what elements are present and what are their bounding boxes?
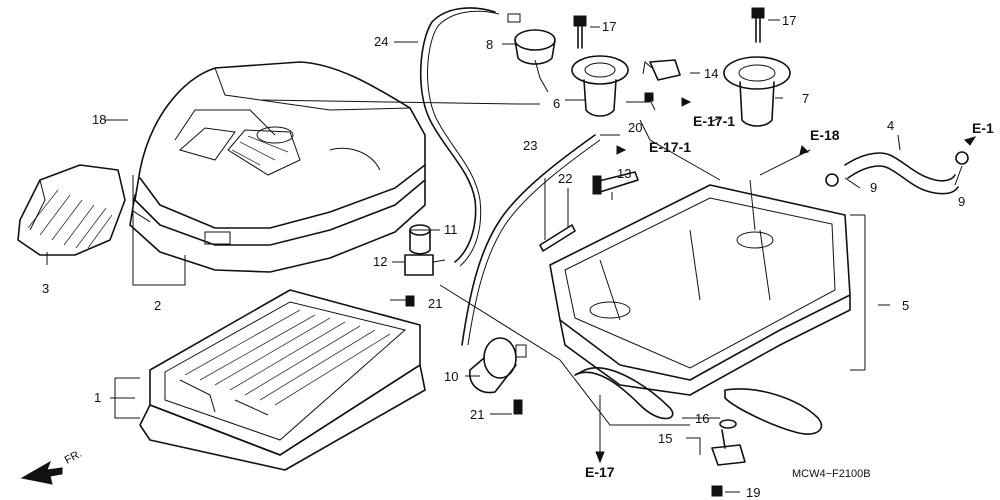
callout-23: 23 bbox=[523, 138, 537, 153]
bolt-17-left bbox=[573, 15, 587, 49]
callout-22: 22 bbox=[558, 171, 572, 186]
callout-24: 24 bbox=[374, 34, 388, 49]
callout-19: 19 bbox=[746, 485, 760, 500]
callout-2: 2 bbox=[154, 298, 161, 313]
callout-21-lower: 21 bbox=[470, 407, 484, 422]
gasket-right bbox=[724, 388, 823, 435]
fitting-14 bbox=[642, 59, 681, 81]
bolt-21-lower bbox=[513, 399, 523, 415]
hose-23 bbox=[461, 134, 596, 346]
air-valve-8 bbox=[507, 13, 556, 93]
callout-17-right: 17 bbox=[782, 13, 796, 28]
callout-17-left: 17 bbox=[602, 19, 616, 34]
reference-e17-1-mid: E-17-1 bbox=[649, 139, 691, 155]
air-filter-element bbox=[139, 289, 426, 471]
grommet-16 bbox=[719, 419, 737, 429]
callout-9-left: 9 bbox=[870, 180, 877, 195]
clamp-9-right bbox=[955, 151, 969, 165]
air-cleaner-upper-housing bbox=[129, 61, 426, 273]
front-direction-arrow-icon bbox=[20, 460, 63, 485]
callout-21-upper: 21 bbox=[428, 296, 442, 311]
callout-1: 1 bbox=[94, 390, 101, 405]
reference-e18: E-18 bbox=[810, 127, 840, 143]
callout-7: 7 bbox=[802, 91, 809, 106]
reference-e1: E-1 bbox=[972, 120, 994, 136]
cap-11 bbox=[409, 224, 431, 255]
callout-12: 12 bbox=[373, 254, 387, 269]
callout-14: 14 bbox=[704, 66, 718, 81]
bolt-21-upper bbox=[405, 295, 415, 307]
gasket-lower bbox=[574, 367, 674, 420]
air-cleaner-lower-case bbox=[549, 179, 851, 396]
drain-15 bbox=[711, 429, 746, 466]
sleeve-7 bbox=[723, 56, 791, 127]
valve-12 bbox=[404, 254, 446, 276]
callout-3: 3 bbox=[42, 281, 49, 296]
sleeve-6 bbox=[571, 55, 629, 117]
callout-16: 16 bbox=[695, 411, 709, 426]
bolt-17-right bbox=[751, 7, 765, 43]
joint-13 bbox=[592, 171, 639, 195]
callout-11: 11 bbox=[444, 222, 458, 237]
leader-lines bbox=[46, 19, 963, 493]
callout-10: 10 bbox=[444, 369, 458, 384]
callout-6: 6 bbox=[553, 96, 560, 111]
callout-15: 15 bbox=[658, 431, 672, 446]
bolt-19 bbox=[711, 485, 723, 497]
callout-8: 8 bbox=[486, 37, 493, 52]
hose-4 bbox=[844, 152, 959, 195]
reference-e17-1-top: E-17-1 bbox=[693, 113, 735, 129]
callout-18: 18 bbox=[92, 112, 106, 127]
direction-label: FR. bbox=[63, 448, 84, 467]
callout-9-right: 9 bbox=[958, 194, 965, 209]
diagram-code: MCW4−F2100B bbox=[792, 468, 871, 480]
reference-arrows bbox=[595, 97, 977, 464]
callout-20: 20 bbox=[628, 120, 642, 135]
intake-funnel bbox=[17, 164, 126, 256]
reference-e17: E-17 bbox=[585, 464, 615, 480]
callout-4: 4 bbox=[887, 118, 894, 133]
callout-5: 5 bbox=[902, 298, 909, 313]
canister-10 bbox=[469, 337, 527, 394]
hose-24 bbox=[419, 7, 496, 263]
pipe-22 bbox=[539, 224, 576, 252]
clamp-9-left bbox=[825, 173, 839, 187]
bolt-20 bbox=[644, 92, 654, 102]
callout-13: 13 bbox=[617, 166, 631, 181]
